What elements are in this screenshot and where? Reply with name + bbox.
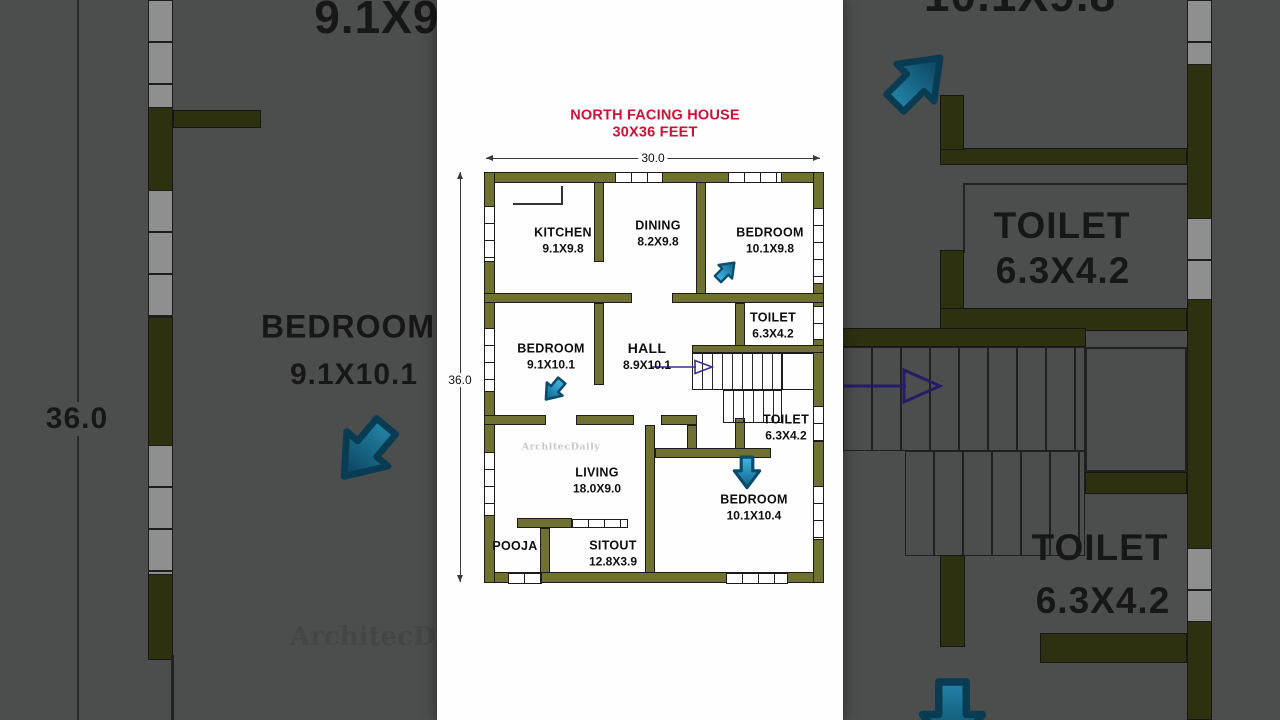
wall-pooja-right — [540, 528, 550, 573]
dim-arrow — [457, 172, 463, 179]
bg-height-dim: 36.0 — [41, 402, 113, 436]
bg-wall — [1085, 472, 1187, 494]
wall-living-top-b — [576, 415, 634, 425]
window — [728, 172, 782, 183]
wall-toilet-mid-stub — [735, 418, 745, 452]
bg-wall — [830, 328, 1086, 347]
bg-wall — [173, 110, 261, 128]
bg-wall — [940, 555, 965, 647]
height-dim-label: 36.0 — [445, 373, 475, 387]
bg-cursor-arrow-top-right — [883, 54, 944, 115]
bg-room-border — [963, 183, 1187, 185]
wall-sitout-top — [517, 518, 572, 528]
window — [813, 306, 824, 340]
stairs-direction-arrow — [652, 359, 715, 375]
window — [484, 452, 495, 516]
bg-wall-edge — [171, 655, 174, 720]
wall-bedroom-bottom-left — [645, 425, 655, 573]
bg-stairs-lower — [905, 451, 1085, 556]
bg-stairs-landing — [1085, 347, 1187, 472]
bg-window — [148, 445, 173, 575]
window — [726, 573, 788, 584]
bg-wall — [940, 148, 1187, 165]
window — [508, 573, 542, 584]
bg-cursor-arrow-bottom — [918, 678, 987, 720]
wall-hall-corner-h — [661, 415, 697, 425]
window — [484, 206, 495, 262]
wall-stairs-top — [692, 345, 824, 353]
bg-toilet-lower-size: 6.3X4.2 — [1035, 580, 1171, 621]
bg-room-border — [963, 183, 965, 253]
bg-window — [1187, 548, 1212, 622]
dim-arrow — [813, 155, 820, 161]
width-dim-label: 30.0 — [638, 151, 668, 165]
bg-cursor-arrow-left — [340, 415, 399, 480]
stairs-lower-flight — [723, 390, 782, 423]
bg-toilet-lower-name: TOILET — [1031, 527, 1169, 568]
room-label-pooja: POOJA — [492, 539, 538, 554]
window — [615, 172, 663, 183]
wall-toprow-bottom-right — [672, 293, 824, 303]
window — [813, 486, 824, 540]
wall-kitchen-dining — [594, 182, 604, 262]
watermark: ArchitecDaily — [521, 441, 601, 453]
window — [572, 519, 628, 528]
bg-toilet-upper-name: TOILET — [993, 205, 1131, 246]
plan-title: NORTH FACING HOUSE 30X36 FEET — [570, 107, 740, 140]
cursor-arrow-bedroom-left — [544, 376, 567, 401]
bg-window — [148, 0, 173, 108]
bg-wall — [1040, 633, 1187, 663]
wall-dining-bedroom — [696, 182, 706, 303]
kitchen-counter-line-h — [513, 203, 563, 205]
bg-wall — [940, 250, 964, 310]
wall-toilet-top-stub — [735, 303, 745, 347]
bg-window — [1187, 218, 1212, 300]
stairs-upper-flight — [692, 353, 782, 390]
wall-bedroomleft-right — [594, 303, 604, 385]
bg-toilet-upper-size: 6.3X4.2 — [995, 250, 1131, 291]
dim-arrow — [486, 155, 493, 161]
cursor-arrow-bedroom-bottom — [732, 455, 762, 490]
wall-bedroom-bottom-top — [655, 448, 771, 458]
bg-dimension-line — [77, 0, 79, 720]
wall-living-top-a — [484, 415, 546, 425]
cursor-arrow-bedroom-top — [713, 261, 736, 284]
bg-stairs-upper — [843, 347, 1085, 451]
bg-bedroom-size: 9.1X10.1 — [289, 358, 419, 391]
bg-bedroom-name: BEDROOM — [260, 308, 436, 345]
bg-window — [148, 190, 173, 318]
window — [484, 328, 495, 392]
kitchen-counter-line-v — [561, 186, 563, 205]
bg-bedroom-top-size: 10.1X9.8 — [924, 0, 1116, 22]
bg-wall — [940, 95, 964, 150]
dim-arrow — [457, 575, 463, 582]
bg-window — [1187, 0, 1212, 65]
window — [813, 406, 824, 442]
window — [813, 208, 824, 284]
stairs-landing — [782, 353, 814, 390]
wall-toprow-bottom-left — [484, 293, 632, 303]
bg-stairs-direction-arrow — [828, 367, 944, 405]
